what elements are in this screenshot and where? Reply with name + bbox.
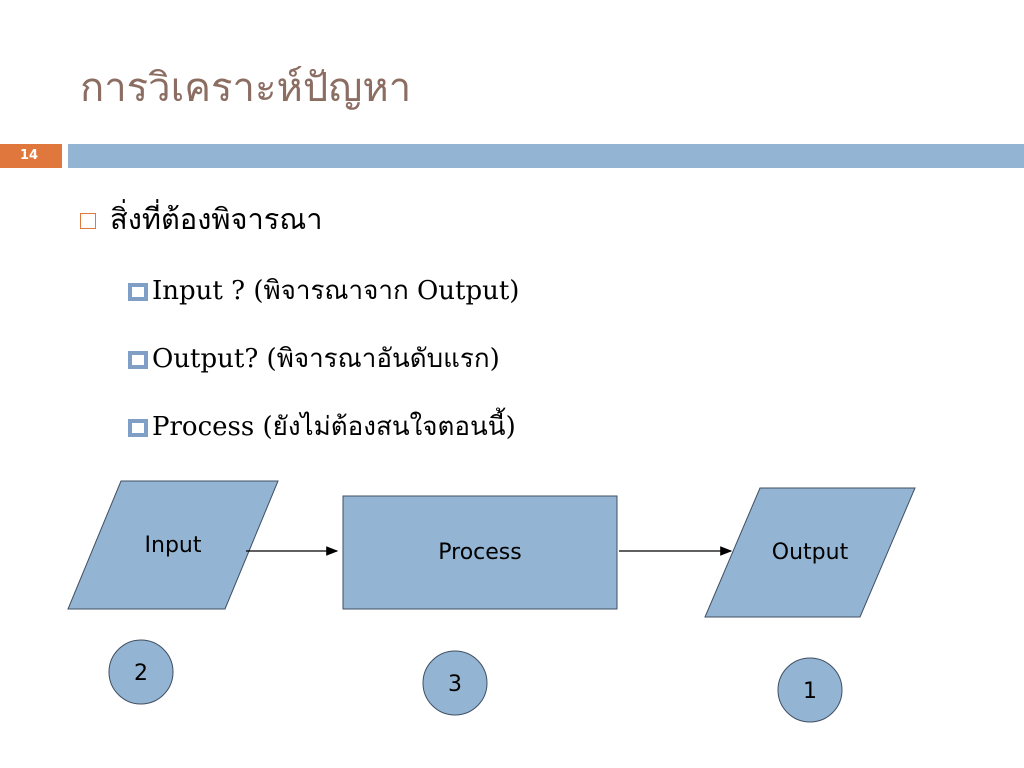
filled-square-bullet-icon	[128, 282, 148, 301]
square-bullet-icon	[80, 213, 96, 229]
filled-square-bullet-icon	[128, 418, 148, 437]
order-number-output: 1	[803, 679, 817, 704]
sub-bullet-output: Output? (พิจารณาอันดับแรก)	[128, 338, 500, 379]
order-number-process: 3	[448, 672, 462, 697]
order-circle-input	[108, 639, 174, 705]
sub-bullet-text: Input ? (พิจารณาจาก Output)	[152, 276, 520, 306]
slide-title: การวิเคราะห์ปัญหา	[80, 65, 412, 111]
input-label: Input	[145, 533, 202, 558]
order-circle-process	[422, 650, 488, 716]
title-divider-bar	[68, 144, 1024, 168]
order-number-input: 2	[134, 661, 148, 686]
main-bullet: สิ่งที่ต้องพิจารณา	[80, 196, 323, 242]
sub-bullet-input: Input ? (พิจารณาจาก Output)	[128, 270, 519, 311]
page-number-badge: 14	[0, 144, 62, 168]
process-rectangle	[342, 495, 618, 610]
sub-bullet-text: Process (ยังไม่ต้องสนใจตอนนี้)	[152, 412, 516, 442]
sub-bullet-text: Output? (พิจารณาอันดับแรก)	[152, 344, 500, 374]
output-parallelogram	[704, 487, 916, 618]
main-bullet-text: สิ่งที่ต้องพิจารณา	[110, 202, 323, 236]
input-parallelogram	[67, 480, 279, 610]
process-label: Process	[438, 540, 521, 565]
sub-bullet-process: Process (ยังไม่ต้องสนใจตอนนี้)	[128, 406, 516, 447]
order-circle-output	[777, 657, 843, 723]
output-label: Output	[772, 540, 849, 565]
filled-square-bullet-icon	[128, 350, 148, 369]
